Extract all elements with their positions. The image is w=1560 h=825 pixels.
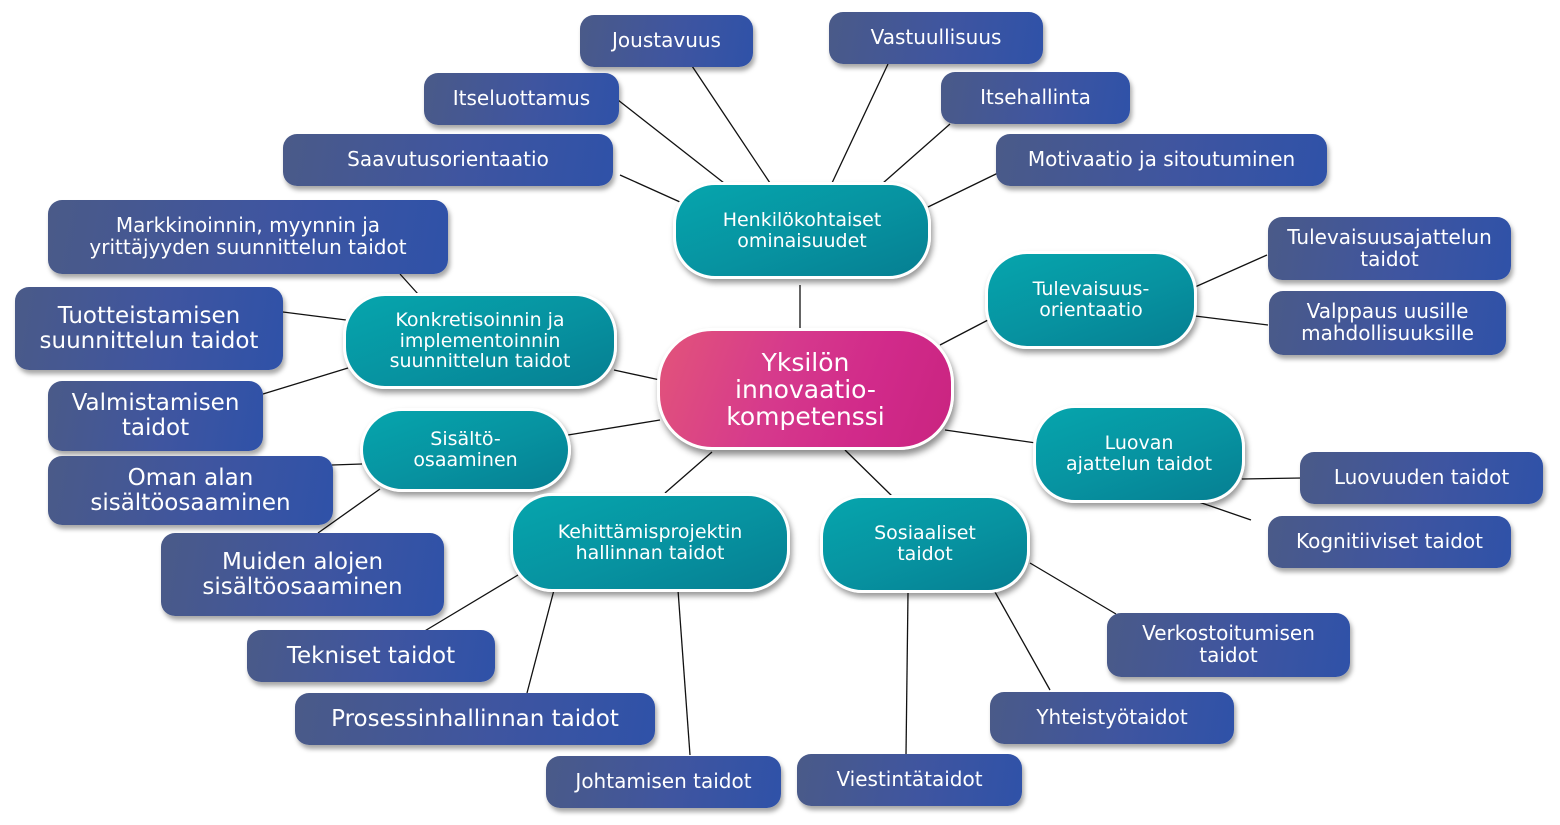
leaf-prosessinhallinta: Prosessinhallinnan taidot [295, 693, 655, 745]
connector [994, 591, 1051, 691]
category-tulevaisuus: Tulevaisuus- orientaatio [985, 251, 1197, 349]
leaf-label: Luovuuden taidot [1333, 465, 1510, 490]
connector [1029, 562, 1117, 615]
leaf-johtaminen: Johtamisen taidot [546, 756, 781, 808]
leaf-tekniset: Tekniset taidot [247, 630, 495, 682]
category-label: Sosiaaliset taidot [874, 522, 976, 565]
leaf-oman-alan: Oman alan sisältöosaaminen [48, 456, 333, 525]
leaf-vastuullisuus: Vastuullisuus [829, 12, 1043, 64]
leaf-muiden-alojen: Muiden alojen sisältöosaaminen [161, 533, 444, 616]
leaf-valppaus: Valppaus uusille mahdollisuuksille [1269, 291, 1506, 355]
leaf-label: Muiden alojen sisältöosaaminen [202, 548, 403, 600]
connector [905, 592, 909, 756]
connector [1192, 499, 1252, 521]
connector [927, 172, 999, 208]
core-label: Yksilön innovaatio- kompetenssi [726, 347, 885, 431]
leaf-label: Vastuullisuus [870, 25, 1002, 50]
connector [831, 63, 889, 184]
connector [317, 488, 381, 534]
connector [567, 419, 661, 436]
connector [677, 589, 691, 756]
category-kehittaminen: Kehittämisprojektin hallinnan taidot [510, 493, 790, 592]
leaf-label: Valppaus uusille mahdollisuuksille [1301, 299, 1474, 345]
connector [399, 273, 419, 295]
core-node: Yksilön innovaatio- kompetenssi [657, 328, 954, 450]
connector [944, 429, 1037, 444]
category-label: Tulevaisuus- orientaatio [1032, 278, 1150, 321]
leaf-label: Oman alan sisältöosaaminen [90, 464, 291, 516]
connector [526, 589, 555, 694]
connector [619, 174, 681, 203]
leaf-verkostoituminen: Verkostoitumisen taidot [1107, 613, 1350, 677]
connector [939, 319, 989, 346]
category-konkretisointi: Konkretisoinnin ja implementoinnin suunn… [343, 293, 617, 389]
connector [613, 369, 661, 381]
connector [617, 99, 725, 184]
category-label: Henkilökohtaiset ominaisuudet [722, 208, 882, 252]
leaf-viestinta: Viestintätaidot [797, 754, 1022, 806]
leaf-label: Valmistamisen taidot [71, 390, 240, 441]
connector [1241, 477, 1303, 480]
category-henkilokohtaiset: Henkilökohtaiset ominaisuudet [673, 182, 931, 279]
category-label: Konkretisoinnin ja implementoinnin suunn… [389, 309, 571, 373]
leaf-saavutusorientaatio: Saavutusorientaatio [283, 134, 613, 186]
connector [262, 367, 349, 395]
leaf-label: Saavutusorientaatio [347, 147, 549, 172]
leaf-label: Tulevaisuusajattelun taidot [1287, 224, 1492, 271]
category-sosiaaliset: Sosiaaliset taidot [820, 495, 1030, 593]
leaf-yhteistyo: Yhteistyötaidot [990, 692, 1234, 744]
connector [882, 123, 951, 184]
leaf-label: Tuotteistamisen suunnittelun taidot [39, 302, 259, 354]
leaf-label: Verkostoitumisen taidot [1142, 621, 1315, 667]
connector [331, 463, 363, 466]
leaf-label: Joustavuus [612, 28, 721, 53]
leaf-label: Motivaatio ja sitoutuminen [1027, 147, 1296, 172]
leaf-label: Itseluottamus [452, 86, 591, 111]
category-label: Luovan ajattelun taidot [1065, 432, 1213, 475]
leaf-label: Kognitiiviset taidot [1296, 529, 1483, 554]
leaf-label: Viestintätaidot [836, 767, 983, 792]
leaf-joustavuus: Joustavuus [580, 15, 753, 67]
connector [664, 451, 713, 494]
connector [844, 449, 894, 498]
leaf-label: Itsehallinta [980, 85, 1091, 110]
category-label: Kehittämisprojektin hallinnan taidot [557, 520, 743, 564]
leaf-label: Tekniset taidot [286, 642, 456, 669]
leaf-label: Johtamisen taidot [575, 769, 752, 794]
leaf-label: Prosessinhallinnan taidot [331, 705, 619, 732]
leaf-tuotteistaminen: Tuotteistamisen suunnittelun taidot [15, 287, 283, 370]
leaf-itseluottamus: Itseluottamus [424, 73, 619, 125]
category-luova: Luovan ajattelun taidot [1033, 405, 1245, 503]
leaf-motivaatio: Motivaatio ja sitoutuminen [996, 134, 1327, 186]
connector [422, 574, 519, 633]
category-label: Sisältö- osaaminen [413, 428, 518, 471]
leaf-label: Yhteistyötaidot [1036, 705, 1188, 730]
leaf-kognitiiviset: Kognitiiviset taidot [1268, 516, 1511, 568]
leaf-luovuus: Luovuuden taidot [1300, 452, 1543, 504]
leaf-markkinointi: Markkinoinnin, myynnin ja yrittäjyyden s… [48, 200, 448, 274]
connector [1194, 315, 1269, 326]
leaf-valmistaminen: Valmistamisen taidot [48, 381, 263, 451]
leaf-tulevaisuusajattelu: Tulevaisuusajattelun taidot [1268, 217, 1511, 280]
connector [691, 65, 771, 184]
category-sisalto: Sisältö- osaaminen [360, 408, 571, 492]
leaf-label: Markkinoinnin, myynnin ja yrittäjyyden s… [89, 213, 407, 259]
connector [1194, 254, 1268, 288]
leaf-itsehallinta: Itsehallinta [941, 72, 1130, 124]
connector [282, 311, 347, 321]
